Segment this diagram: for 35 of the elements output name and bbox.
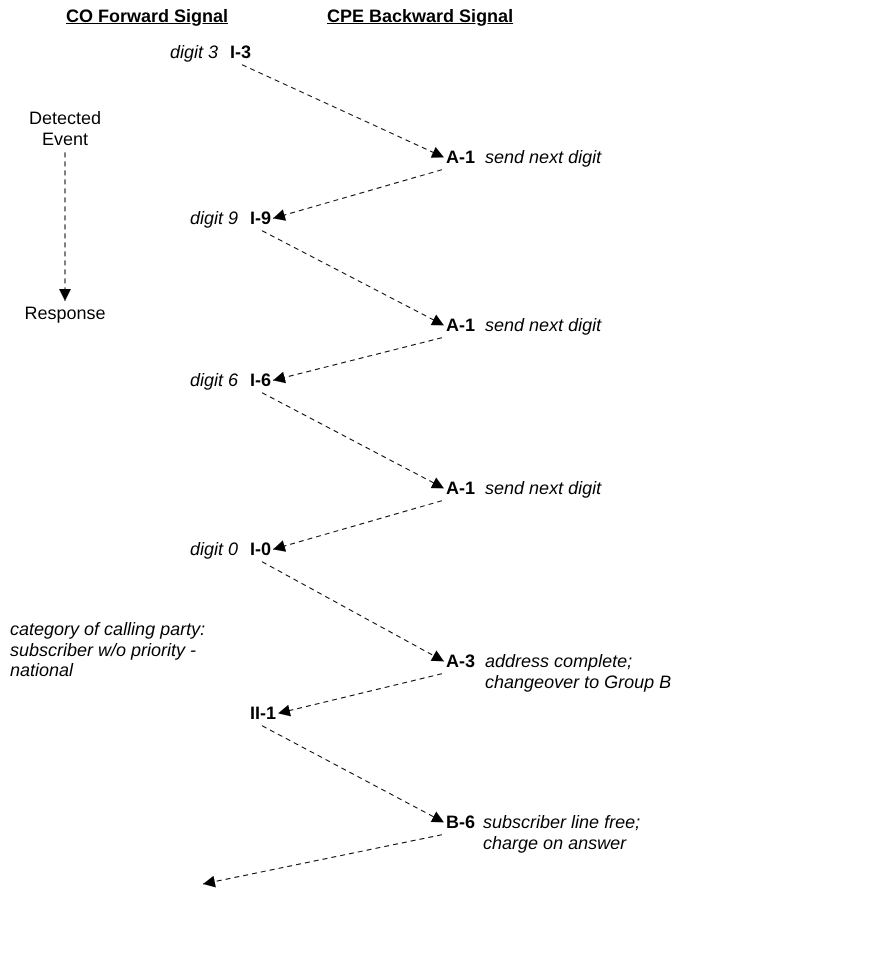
arrow xyxy=(242,64,444,158)
column-heading: CPE Backward Signal xyxy=(327,6,514,27)
arrow xyxy=(278,673,442,716)
signal-meaning: digit 6 xyxy=(190,370,238,391)
signal-meaning: send next digit xyxy=(485,478,602,499)
arrow xyxy=(262,561,444,662)
signal-meaning: digit 0 xyxy=(190,539,238,560)
signal-code: I-0 xyxy=(250,539,272,559)
signal-meaning: send next digit xyxy=(485,315,602,336)
signal-code: I-6 xyxy=(250,370,272,390)
arrow xyxy=(262,392,444,489)
arrow xyxy=(272,500,442,552)
signal-code: I-9 xyxy=(250,208,272,228)
signal-meaning: send next digit xyxy=(485,147,602,168)
arrow xyxy=(202,834,442,888)
arrow xyxy=(272,337,442,384)
signal-meaning: address complete; changeover to Group B xyxy=(485,651,672,692)
signal-meaning: digit 3 xyxy=(170,42,218,63)
signal-code: II-1 xyxy=(250,703,276,723)
signal-meaning: category of calling party: subscriber w/o priority - national xyxy=(10,619,206,682)
signal-code: A-1 xyxy=(446,478,476,498)
event-label: Response xyxy=(20,303,110,324)
signal-code: A-1 xyxy=(446,315,476,335)
event-label: Detected Event xyxy=(20,108,110,150)
arrow xyxy=(262,230,444,326)
signal-meaning: digit 9 xyxy=(190,208,238,229)
column-heading: CO Forward Signal xyxy=(66,6,228,27)
arrow xyxy=(59,152,71,302)
signal-code: A-3 xyxy=(446,651,476,671)
signal-code: I-3 xyxy=(230,42,252,62)
signal-code: B-6 xyxy=(446,812,476,832)
arrow xyxy=(262,725,444,823)
signal-meaning: subscriber line free; charge on answer xyxy=(483,812,642,854)
arrow xyxy=(272,169,442,221)
signal-code: A-1 xyxy=(446,147,476,167)
